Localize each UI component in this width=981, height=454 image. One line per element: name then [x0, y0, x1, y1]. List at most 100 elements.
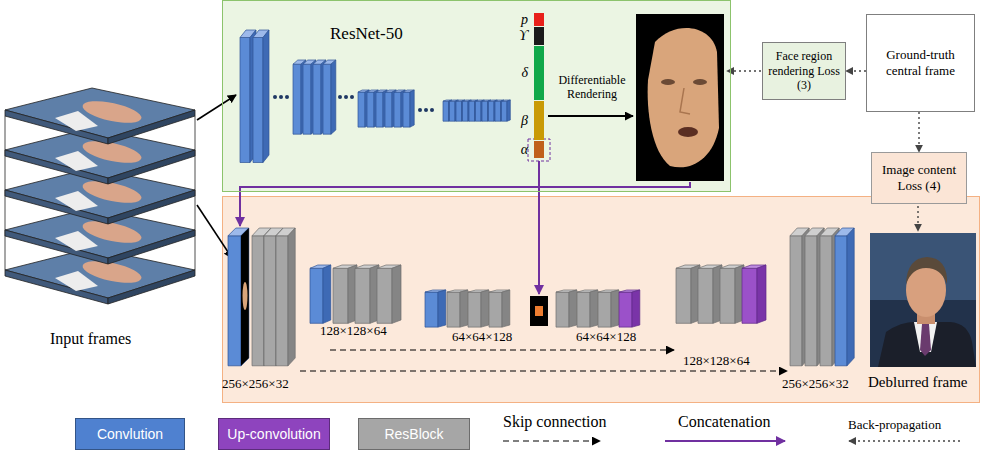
parameter-segment: β	[534, 101, 544, 140]
legend-entry: Concatenation	[678, 413, 770, 431]
concat-block	[530, 296, 548, 326]
legend-swatch: ResBlock	[358, 418, 470, 450]
concat-arrow	[538, 161, 540, 294]
resblock-slab	[333, 265, 357, 323]
dimension-label: 256×256×32	[222, 377, 289, 392]
ellipsis-dot	[344, 95, 348, 99]
parameter-segment: p	[534, 13, 544, 26]
dimension-label: 128×128×64	[683, 354, 750, 369]
conv-slab	[228, 228, 249, 366]
skip-arrow	[300, 370, 787, 371]
label-anchor: 128×128×64	[320, 324, 387, 339]
backprop-arrow	[917, 206, 918, 231]
label-anchor: 64×64×128	[576, 330, 636, 345]
ellipsis-dot	[279, 95, 283, 99]
legend-text: Concatenation	[678, 413, 770, 431]
label-anchor: Deblurred frame	[868, 374, 968, 391]
label-anchor: Differentiable Rendering	[549, 74, 635, 102]
face-shape	[243, 282, 248, 310]
deblurred-image	[870, 233, 976, 367]
encoder-panel: ResNet-50 pϒδβα	[222, 0, 731, 192]
legend-swatch: Up-convolution	[218, 418, 330, 450]
conv-slab	[310, 265, 331, 323]
parameter-segment: δ	[534, 46, 544, 100]
dimension-label: 128×128×64	[320, 324, 387, 339]
face-input-panel	[241, 228, 249, 366]
legend-swatch: Convlution	[75, 418, 185, 450]
label-anchor: 256×256×32	[782, 377, 849, 392]
arrow-label: Differentiable Rendering	[549, 74, 635, 102]
legend-text: Back-propagation	[848, 417, 941, 433]
conv-slab	[403, 90, 414, 127]
legend-sample	[849, 440, 960, 441]
resblock-slab	[468, 290, 489, 327]
legend-text: ResBlock	[384, 426, 443, 442]
input-arrow	[197, 95, 236, 120]
face-eye	[661, 79, 675, 85]
resblock-slab	[720, 265, 744, 323]
label-anchor: 256×256×32	[222, 377, 289, 392]
backprop-arrow	[918, 112, 919, 152]
loss-text: Image content Loss (4)	[877, 162, 961, 193]
dimension-label: 64×64×128	[576, 330, 636, 345]
legend-entry: Back-propagation	[848, 417, 941, 433]
legend-text: Skip connection	[503, 413, 607, 431]
frame-slice	[5, 88, 195, 144]
panel-title: ResNet-50	[330, 24, 403, 44]
person-suit	[878, 322, 976, 367]
legend-text: Up-convolution	[227, 426, 320, 442]
ellipsis-dot	[285, 95, 289, 99]
resblock-slab	[698, 265, 722, 323]
conv-slab	[425, 290, 446, 327]
face-mouth	[678, 127, 698, 137]
resblock-slab	[577, 290, 598, 327]
resblock-slab	[556, 290, 577, 327]
box-text: Ground-truth central frame	[873, 47, 968, 78]
skip-arrow	[330, 349, 674, 350]
ellipsis-dot	[338, 95, 342, 99]
resblock-slab	[377, 265, 401, 323]
ellipsis-dot	[424, 108, 428, 112]
rendered-face-image	[636, 14, 724, 181]
resblock-slab	[355, 265, 379, 323]
vector-symbol: α	[514, 141, 528, 158]
vector-symbol: δ	[514, 46, 528, 100]
resblock-slab	[276, 228, 295, 366]
ellipsis-dot	[273, 95, 277, 99]
vector-symbol: β	[514, 101, 528, 140]
encoder-panel-fill	[222, 0, 731, 192]
selection-box	[528, 139, 550, 161]
render-arrow	[548, 115, 633, 117]
dimension-label: 64×64×128	[452, 330, 512, 345]
parameter-segment: ϒ	[534, 27, 544, 45]
image-caption: Deblurred frame	[868, 374, 968, 391]
conv-slab	[253, 30, 269, 163]
conv-slab	[835, 228, 854, 366]
label-anchor: 128×128×64	[683, 354, 750, 369]
ground-truth-box: Ground-truth central frame	[866, 14, 975, 112]
person-hair	[906, 257, 947, 284]
conv-slab	[323, 60, 336, 134]
person-tie	[920, 324, 931, 356]
face-eye	[693, 79, 707, 85]
face-shape	[648, 28, 719, 167]
legend-text: Convlution	[97, 426, 163, 442]
label-anchor: Input frames	[50, 330, 131, 348]
resblock-slab	[447, 290, 468, 327]
input-arrow	[197, 205, 232, 258]
legend-entry: Skip connection	[503, 413, 607, 431]
dimension-label: 256×256×32	[782, 377, 849, 392]
deblur-panel	[223, 197, 980, 403]
concat-arrow	[240, 182, 690, 226]
resblock-slab	[598, 290, 619, 327]
figure-caption: Input frames	[50, 330, 131, 348]
label-anchor: 64×64×128	[452, 330, 512, 345]
loss-text: Face region rendering Loss (3)	[768, 49, 840, 92]
ellipsis-dot	[430, 108, 434, 112]
legend-sample	[665, 440, 785, 442]
ellipsis-dot	[350, 95, 354, 99]
vector-symbol: p	[514, 13, 528, 26]
parameter-segment: α	[534, 141, 544, 158]
identity-feature	[535, 306, 543, 316]
